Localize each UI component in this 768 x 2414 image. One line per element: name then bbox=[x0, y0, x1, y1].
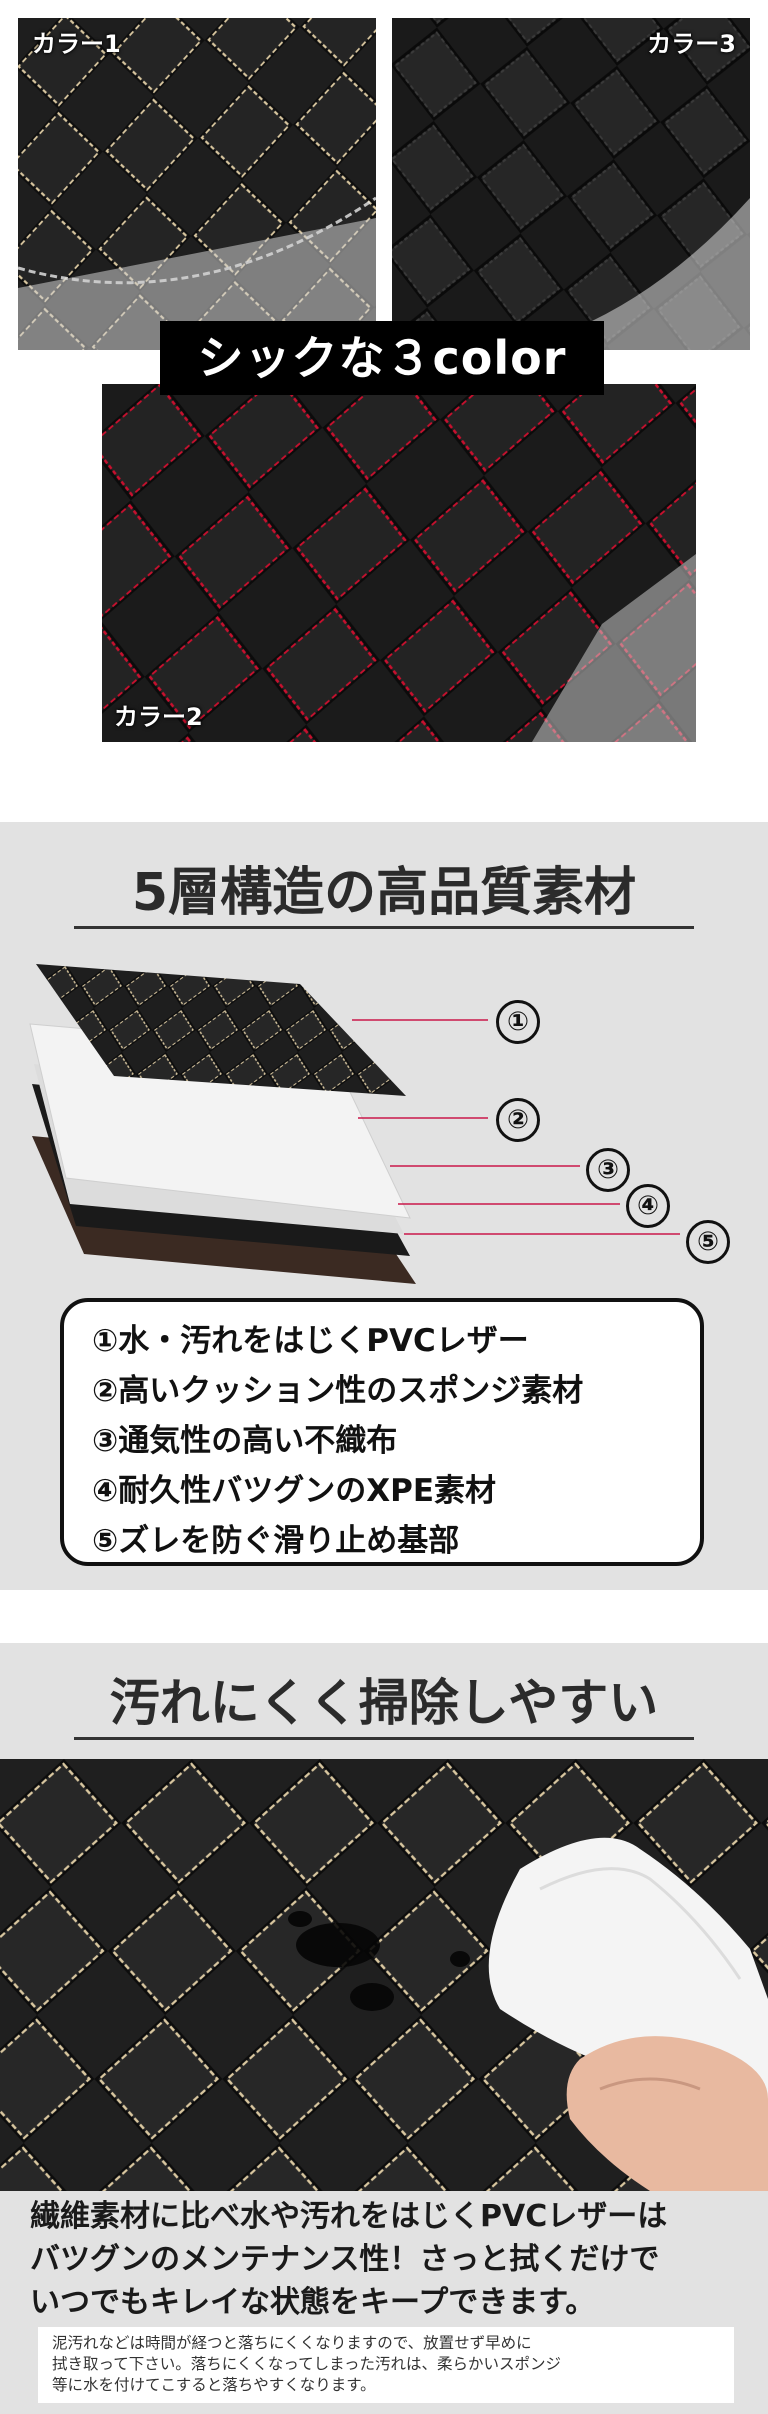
feature-item: ③通気性の高い不織布 bbox=[92, 1423, 398, 1459]
care-note-box: 泥汚れなどは時間が経つと落ちにくくなりますので、放置せず早めに 拭き取って下さい… bbox=[38, 2327, 734, 2403]
layer-number-5: ⑤ bbox=[686, 1214, 730, 1264]
note-line: 泥汚れなどは時間が経つと落ちにくくなりますので、放置せず早めに bbox=[52, 2334, 532, 2352]
description-line: バツグンのメンテナンス性！さっと拭くだけで bbox=[30, 2242, 660, 2277]
swatch-label-2: カラー2 bbox=[114, 703, 203, 731]
layer-number-1: ① bbox=[496, 994, 540, 1044]
cleaning-photo bbox=[0, 1759, 768, 2191]
layer-number-4: ④ bbox=[626, 1178, 670, 1228]
cleaning-section: 汚れにくく掃除しやすい bbox=[0, 1643, 768, 2414]
note-line: 拭き取って下さい。落ちにくくなってしまった汚れは、柔らかいスポンジ bbox=[52, 2355, 562, 2373]
note-line: 等に水を付けてこすると落ちやすくなります。 bbox=[52, 2376, 376, 2394]
color-swatch-2: カラー2 bbox=[102, 384, 696, 742]
layer-diagram: ① ② ③ ④ ⑤ bbox=[0, 964, 768, 1304]
color-swatch-1: カラー1 bbox=[18, 18, 376, 350]
layer-section: 5層構造の高品質素材 bbox=[0, 822, 768, 1590]
feature-item: ②高いクッション性のスポンジ素材 bbox=[92, 1373, 584, 1409]
color-swatch-3: カラー3 bbox=[392, 18, 750, 350]
title-underline bbox=[74, 1737, 694, 1740]
feature-list-box: ①水・汚れをはじくPVCレザー ②高いクッション性のスポンジ素材 ③通気性の高い… bbox=[60, 1298, 704, 1566]
three-color-banner: シックな３color bbox=[160, 321, 604, 395]
cleaning-section-title: 汚れにくく掃除しやすい bbox=[109, 1674, 659, 1732]
description-line: いつでもキレイな状態をキープできます。 bbox=[30, 2285, 596, 2320]
description-line: 繊維素材に比べ水や汚れをはじくPVCレザーは bbox=[30, 2199, 668, 2234]
layer-number-3: ③ bbox=[586, 1142, 630, 1192]
title-underline bbox=[74, 926, 694, 929]
layer-section-title: 5層構造の高品質素材 bbox=[131, 863, 637, 923]
swatch-label-1: カラー1 bbox=[32, 30, 121, 58]
swatch-label-3: カラー3 bbox=[647, 30, 736, 58]
feature-item: ⑤ズレを防ぐ滑り止め基部 bbox=[92, 1523, 460, 1559]
layer-number-2: ② bbox=[496, 1092, 540, 1142]
feature-item: ①水・汚れをはじくPVCレザー bbox=[92, 1323, 529, 1359]
cleaning-description: 繊維素材に比べ水や汚れをはじくPVCレザーは バツグンのメンテナンス性！さっと拭… bbox=[30, 2195, 750, 2324]
feature-item: ④耐久性バツグンのXPE素材 bbox=[92, 1473, 497, 1509]
